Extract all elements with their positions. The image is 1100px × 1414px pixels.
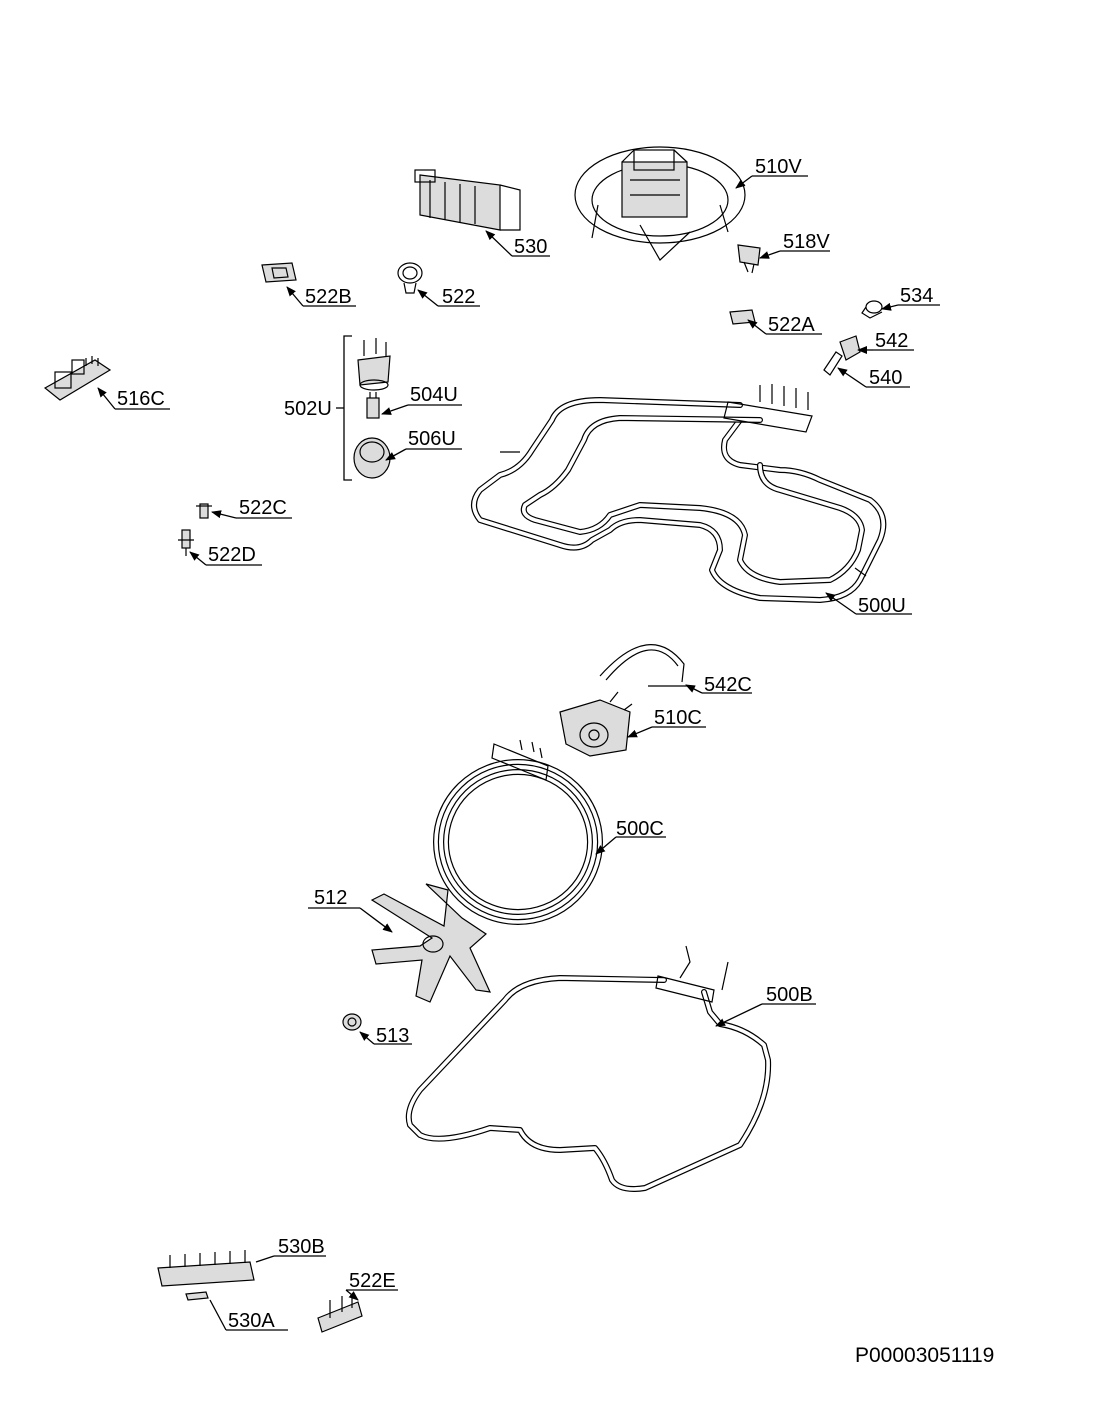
part-504u-connector [366,392,380,419]
label-522a: 522A [768,314,815,336]
part-500u-grill-element [471,384,887,603]
part-522c-pin [196,503,212,519]
label-518v: 518V [783,231,830,253]
label-530: 530 [514,236,548,258]
part-522b-clip [261,262,297,283]
leader-510v [735,175,753,189]
part-530b-terminal-strip [157,1250,255,1287]
part-522-clamp [397,262,423,294]
label-534: 534 [900,285,934,307]
part-530-terminal-block [414,169,521,231]
part-506u-knob [353,437,391,479]
label-542c: 542C [704,674,752,696]
part-518v-bracket [737,244,761,274]
part-540-lamp-glass [823,351,843,376]
part-500c-circular-element [433,739,603,925]
part-502u-thermostat [357,338,391,391]
label-522: 522 [442,286,476,308]
label-500c: 500C [616,818,664,840]
part-500b-bottom-element [405,945,772,1192]
part-522e-bracket [317,1296,363,1333]
label-522e: 522E [349,1270,396,1292]
part-530a-bridge [185,1291,209,1301]
part-512-fan-blade [370,883,491,1003]
part-510v-fan-assembly [574,146,746,261]
part-516c-circuit-board [43,356,112,401]
label-522b: 522B [305,286,352,308]
label-516c: 516C [117,388,165,410]
label-500u: 500U [858,595,906,617]
part-534-lamp [861,300,883,319]
bracket-502u [343,335,352,481]
label-530b: 530B [278,1236,325,1258]
label-513: 513 [376,1025,410,1047]
label-504u: 504U [410,384,458,406]
label-512: 512 [314,887,348,909]
label-530a: 530A [228,1310,275,1332]
part-542-lamp-cover [839,335,861,361]
label-506u: 506U [408,428,456,450]
label-510v: 510V [755,156,802,178]
label-540: 540 [869,367,903,389]
part-513-nut [342,1013,362,1031]
part-542c-wire-clip [599,644,690,687]
label-522d: 522D [208,544,256,566]
part-522d-pin [178,529,194,556]
label-500b: 500B [766,984,813,1006]
label-522c: 522C [239,497,287,519]
label-542: 542 [875,330,909,352]
document-code: P00003051119 [855,1344,995,1367]
part-510c-fan-motor [559,691,633,757]
label-510c: 510C [654,707,702,729]
label-502u: 502U [284,398,332,420]
